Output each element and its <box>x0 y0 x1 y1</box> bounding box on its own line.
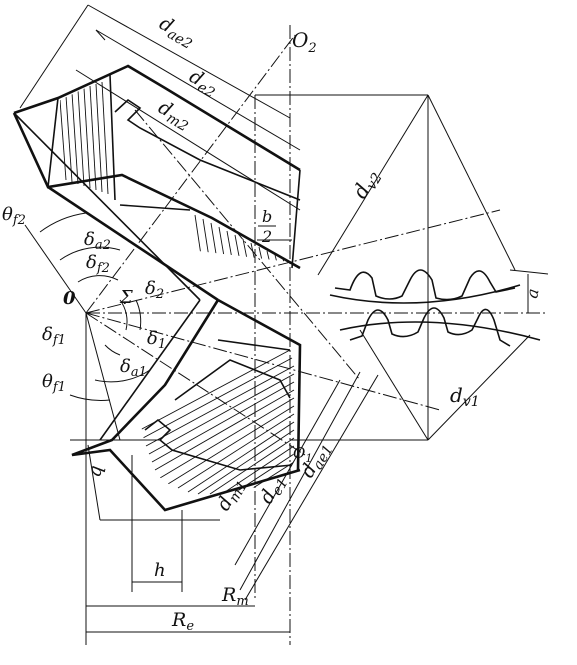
gear-2-cone-flank <box>47 185 219 302</box>
pitch-line-lower <box>85 312 441 411</box>
labels: O2 0 O1 dae2 de2 dm2 dae1 de1 dm1 dv2 dv… <box>2 12 543 634</box>
ray-theta-f1 <box>85 312 121 441</box>
label-delta-a2: δa2 <box>84 229 111 253</box>
gear-2-face-left <box>47 97 59 188</box>
label-dae2: dae2 <box>154 12 199 53</box>
gear-1-teeth <box>349 307 511 347</box>
q-dim-line <box>87 444 101 521</box>
ray-theta-f2 <box>24 224 87 314</box>
gear-2-face-mid <box>109 74 116 201</box>
label-de2: de2 <box>184 65 222 101</box>
gear-1-outer-edge <box>71 299 301 512</box>
gear-2-keyway <box>114 98 301 201</box>
label-h: h <box>154 560 166 581</box>
arc-delta-f1 <box>104 344 121 356</box>
arc-delta-a1 <box>94 369 151 383</box>
arc-theta-f2 <box>39 212 87 233</box>
label-b-numerator: b <box>262 207 272 226</box>
gear-1-inner-edge <box>217 298 302 471</box>
label-delta-2: δ2 <box>145 278 164 302</box>
label-rm: Rm <box>221 584 249 609</box>
dv1-cone-right <box>427 334 531 441</box>
gear-1-section <box>71 298 302 512</box>
de2-dim-line <box>95 29 301 151</box>
dae2-dim-line <box>87 4 291 119</box>
label-delta-1: δ1 <box>147 328 166 352</box>
pitch-arc-upper <box>329 284 521 304</box>
label-delta-a1: δa1 <box>120 356 147 380</box>
a-ext-top <box>509 269 549 275</box>
tooth-profile <box>255 94 549 441</box>
axes <box>85 25 548 645</box>
de2-ext <box>95 29 106 41</box>
label-o: 0 <box>63 288 76 309</box>
label-sigma: Σ <box>119 287 133 308</box>
label-o2: O2 <box>292 28 317 56</box>
axis-gear-2 <box>85 34 296 314</box>
label-delta-f1: δf1 <box>42 324 66 348</box>
label-dv2: dv2 <box>348 165 386 204</box>
label-dv1: dv1 <box>450 383 480 410</box>
arc-delta-2-1 <box>135 299 142 331</box>
axis-cross-a <box>134 109 361 381</box>
gear-1-pitch-edge <box>217 339 291 351</box>
gear-2-back-cone <box>13 112 201 301</box>
arc-delta-a2 <box>59 246 121 261</box>
gear-2-outer-edge <box>13 64 301 172</box>
arc-sigma <box>119 299 128 331</box>
dm2-dim-line <box>75 69 301 211</box>
arc-delta-f2 <box>77 275 119 283</box>
dm1-dim-line <box>234 379 341 566</box>
de1-dim-line <box>239 371 361 591</box>
gear-1-bore-edge <box>174 359 291 401</box>
label-a: a <box>522 287 542 300</box>
gear-2-inner-edge <box>12 112 301 270</box>
gear-1-hatching <box>140 349 295 495</box>
label-q: q <box>84 464 107 479</box>
label-b-denominator: 2 <box>261 227 272 246</box>
angle-arcs <box>24 212 151 441</box>
label-o1: O1 <box>293 444 312 465</box>
dae2-ext-left <box>19 4 89 109</box>
pitch-arc-lower <box>339 321 541 341</box>
pitch-line-upper <box>85 209 501 314</box>
dae1-dim-line <box>244 374 379 601</box>
label-theta-f1: θf1 <box>42 371 66 395</box>
label-re: Re <box>171 609 194 634</box>
gear-2-bore-edge <box>119 204 191 211</box>
label-theta-f2: θf2 <box>2 204 26 228</box>
gear-2-teeth <box>334 269 516 301</box>
dv2-cone-right <box>427 94 516 271</box>
label-delta-f2: δf2 <box>86 252 110 276</box>
arc-theta-f1 <box>69 394 111 401</box>
dimension-lines <box>19 4 379 645</box>
gear-2-face-right <box>291 169 301 269</box>
dv1-cone-left <box>359 329 429 441</box>
dv2-cone-left <box>317 94 429 276</box>
